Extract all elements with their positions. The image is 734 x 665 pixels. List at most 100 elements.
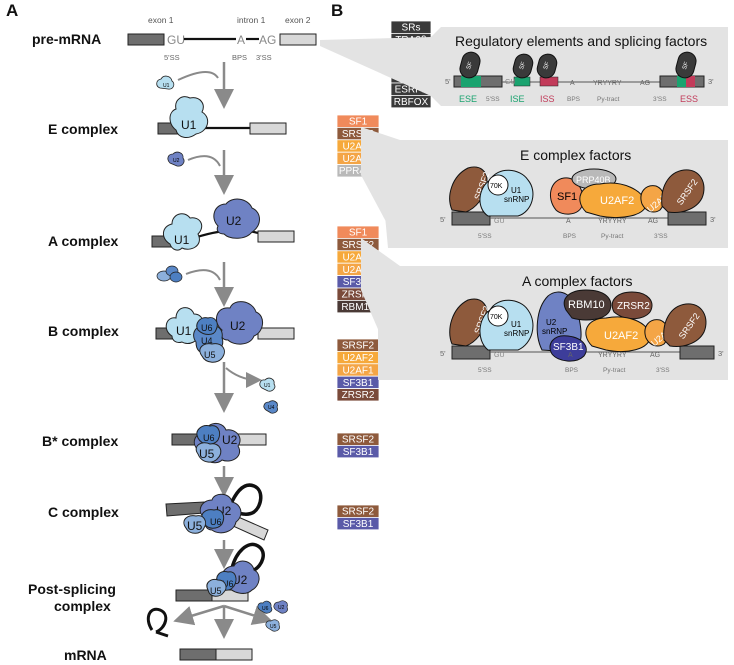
incoming-tri-snrnp <box>156 265 183 283</box>
svg-text:SF: SF <box>682 61 690 71</box>
b-u1-label: U1 <box>176 324 192 338</box>
e-u1-label: U1 <box>181 118 197 132</box>
svg-text:SF: SF <box>466 61 474 71</box>
regulatory-factor-box-rbfox <box>390 95 432 109</box>
reg-a: A <box>570 80 575 87</box>
a-py: Py-tract <box>603 367 626 374</box>
c-factor-box-sf3b1 <box>336 517 380 531</box>
released-u1-label: U1 <box>264 383 271 389</box>
released-u1 <box>259 377 276 392</box>
sf-blob-ess: SF <box>675 51 697 79</box>
a-factor-label-rbm10: RBM10 <box>341 302 375 313</box>
stage-label-post-splicing-2: complex <box>54 598 111 614</box>
b-factor-label-sf3b1: SF3B1 <box>343 378 374 389</box>
bstar-complex-diagram: U2 U6 U5 <box>171 423 267 464</box>
a-u2-detail-label: U2 <box>546 318 557 327</box>
b-u6-snrnp <box>196 317 218 335</box>
c-u6-label: U6 <box>210 517 222 527</box>
stage-label-bstar-complex: B* complex <box>42 433 118 449</box>
e-complex-diagram: U1 <box>157 96 287 138</box>
released-u4-label: U4 <box>268 405 275 411</box>
a-factor-label-zrsr2: ZRSR2 <box>342 290 375 301</box>
stage-label-a-complex: A complex <box>48 233 118 249</box>
a-complex-callout <box>361 238 400 380</box>
stage-label-b-complex: B complex <box>48 323 119 339</box>
stage-label-c-complex: C complex <box>48 504 119 520</box>
b-u4-label: U4 <box>201 336 213 346</box>
bstar-factor-box-sf3b1 <box>336 444 380 459</box>
c-lariat <box>228 483 263 516</box>
a-snrnp-label: snRNP <box>504 329 529 338</box>
stage-label-mrna: mRNA <box>64 647 107 663</box>
e-srsf2-right <box>661 169 705 213</box>
reg-bps: BPS <box>567 96 581 103</box>
reg-gu: GU <box>505 79 516 86</box>
a-u2-snrnp-label: snRNP <box>542 327 567 336</box>
a-complex-diagram: U1 U2 <box>151 198 295 251</box>
a-u2af2 <box>585 316 651 352</box>
a-zrsr2-label: ZRSR2 <box>617 301 650 312</box>
a-sf3b1 <box>549 335 587 362</box>
sf-blob-ese: SF <box>459 51 481 79</box>
released-u2-post <box>273 600 288 614</box>
bstar-factor-label-sf3b1: SF3B1 <box>343 447 374 458</box>
a-rbm10 <box>563 289 612 321</box>
released-u2-post-label: U2 <box>278 605 285 611</box>
released-u6-post <box>257 600 273 614</box>
a-70k-label: 70K <box>490 314 503 321</box>
ess-label: ESS <box>680 94 698 104</box>
reg-5prime: 5' <box>445 77 451 86</box>
a-factor-label-srsf2: SRSF2 <box>342 240 375 251</box>
a-gu: GU <box>494 352 505 359</box>
exon2-box <box>279 33 317 46</box>
a-complex-detail-panel: A complex factors 5' 3' SRSF2 70K U1 snR… <box>361 238 728 380</box>
incoming-u1-small <box>156 75 175 90</box>
c-complex-diagram: U2 U6 U5 <box>165 483 269 541</box>
intron1-label: intron 1 <box>237 15 266 25</box>
e-5prime: 5' <box>440 215 446 224</box>
stage-label-e-complex: E complex <box>48 121 118 137</box>
pre-mrna-diagram: exon 1 intron 1 exon 2 GU A AG 5'SS BPS … <box>127 15 317 62</box>
bps-label: BPS <box>232 53 247 62</box>
sf-blob-ise: SF <box>512 53 534 79</box>
ag-label: AG <box>259 33 276 47</box>
bind-u2-arrow <box>187 155 221 167</box>
a-u1-label: U1 <box>174 233 190 247</box>
reg-yr: YRYYRY <box>593 80 622 87</box>
bind-u1-arrow <box>177 71 219 81</box>
ise-label: ISE <box>510 94 525 104</box>
b-factor-label-srsf2: SRSF2 <box>342 341 375 352</box>
regulatory-factor-label-srs: SRs <box>402 23 421 34</box>
post-u6-label: U6 <box>222 579 234 589</box>
exon1-box <box>127 33 165 46</box>
incoming-u2-small-label: U2 <box>173 158 180 164</box>
a-u1-snrnp <box>163 213 203 251</box>
svg-text:SF: SF <box>543 61 551 71</box>
e-factor-label-u2af2: U2AF2 <box>342 141 374 152</box>
released-u5-post-label: U5 <box>270 624 277 630</box>
e-yr: YRYYRY <box>598 218 627 225</box>
gu-label: GU <box>167 33 185 47</box>
e-py: Py-tract <box>601 233 624 240</box>
released-u5-post <box>265 619 280 632</box>
e-title: E complex factors <box>520 147 631 163</box>
regulatory-callout <box>320 37 431 96</box>
ss5-label: 5'SS <box>164 53 180 62</box>
exon1-label: exon 1 <box>148 15 174 25</box>
stage-label-pre-mrna: pre-mRNA <box>32 31 101 47</box>
a-3prime: 3' <box>718 349 724 358</box>
b-factor-label-u2af2: U2AF2 <box>342 353 374 364</box>
regulatory-title: Regulatory elements and splicing factors <box>455 33 707 49</box>
reg-3prime: 3' <box>708 77 714 86</box>
c-u5-snrnp <box>183 515 207 534</box>
e-bps: BPS <box>563 233 577 240</box>
disperse-arrow-right <box>223 604 273 625</box>
a-factor-label-sf1: SF1 <box>349 228 368 239</box>
panel-letter-b: B <box>331 1 343 20</box>
free-lariat <box>146 607 168 634</box>
bind-tri-arrow <box>185 269 221 281</box>
disperse-arrow-left <box>173 604 225 626</box>
